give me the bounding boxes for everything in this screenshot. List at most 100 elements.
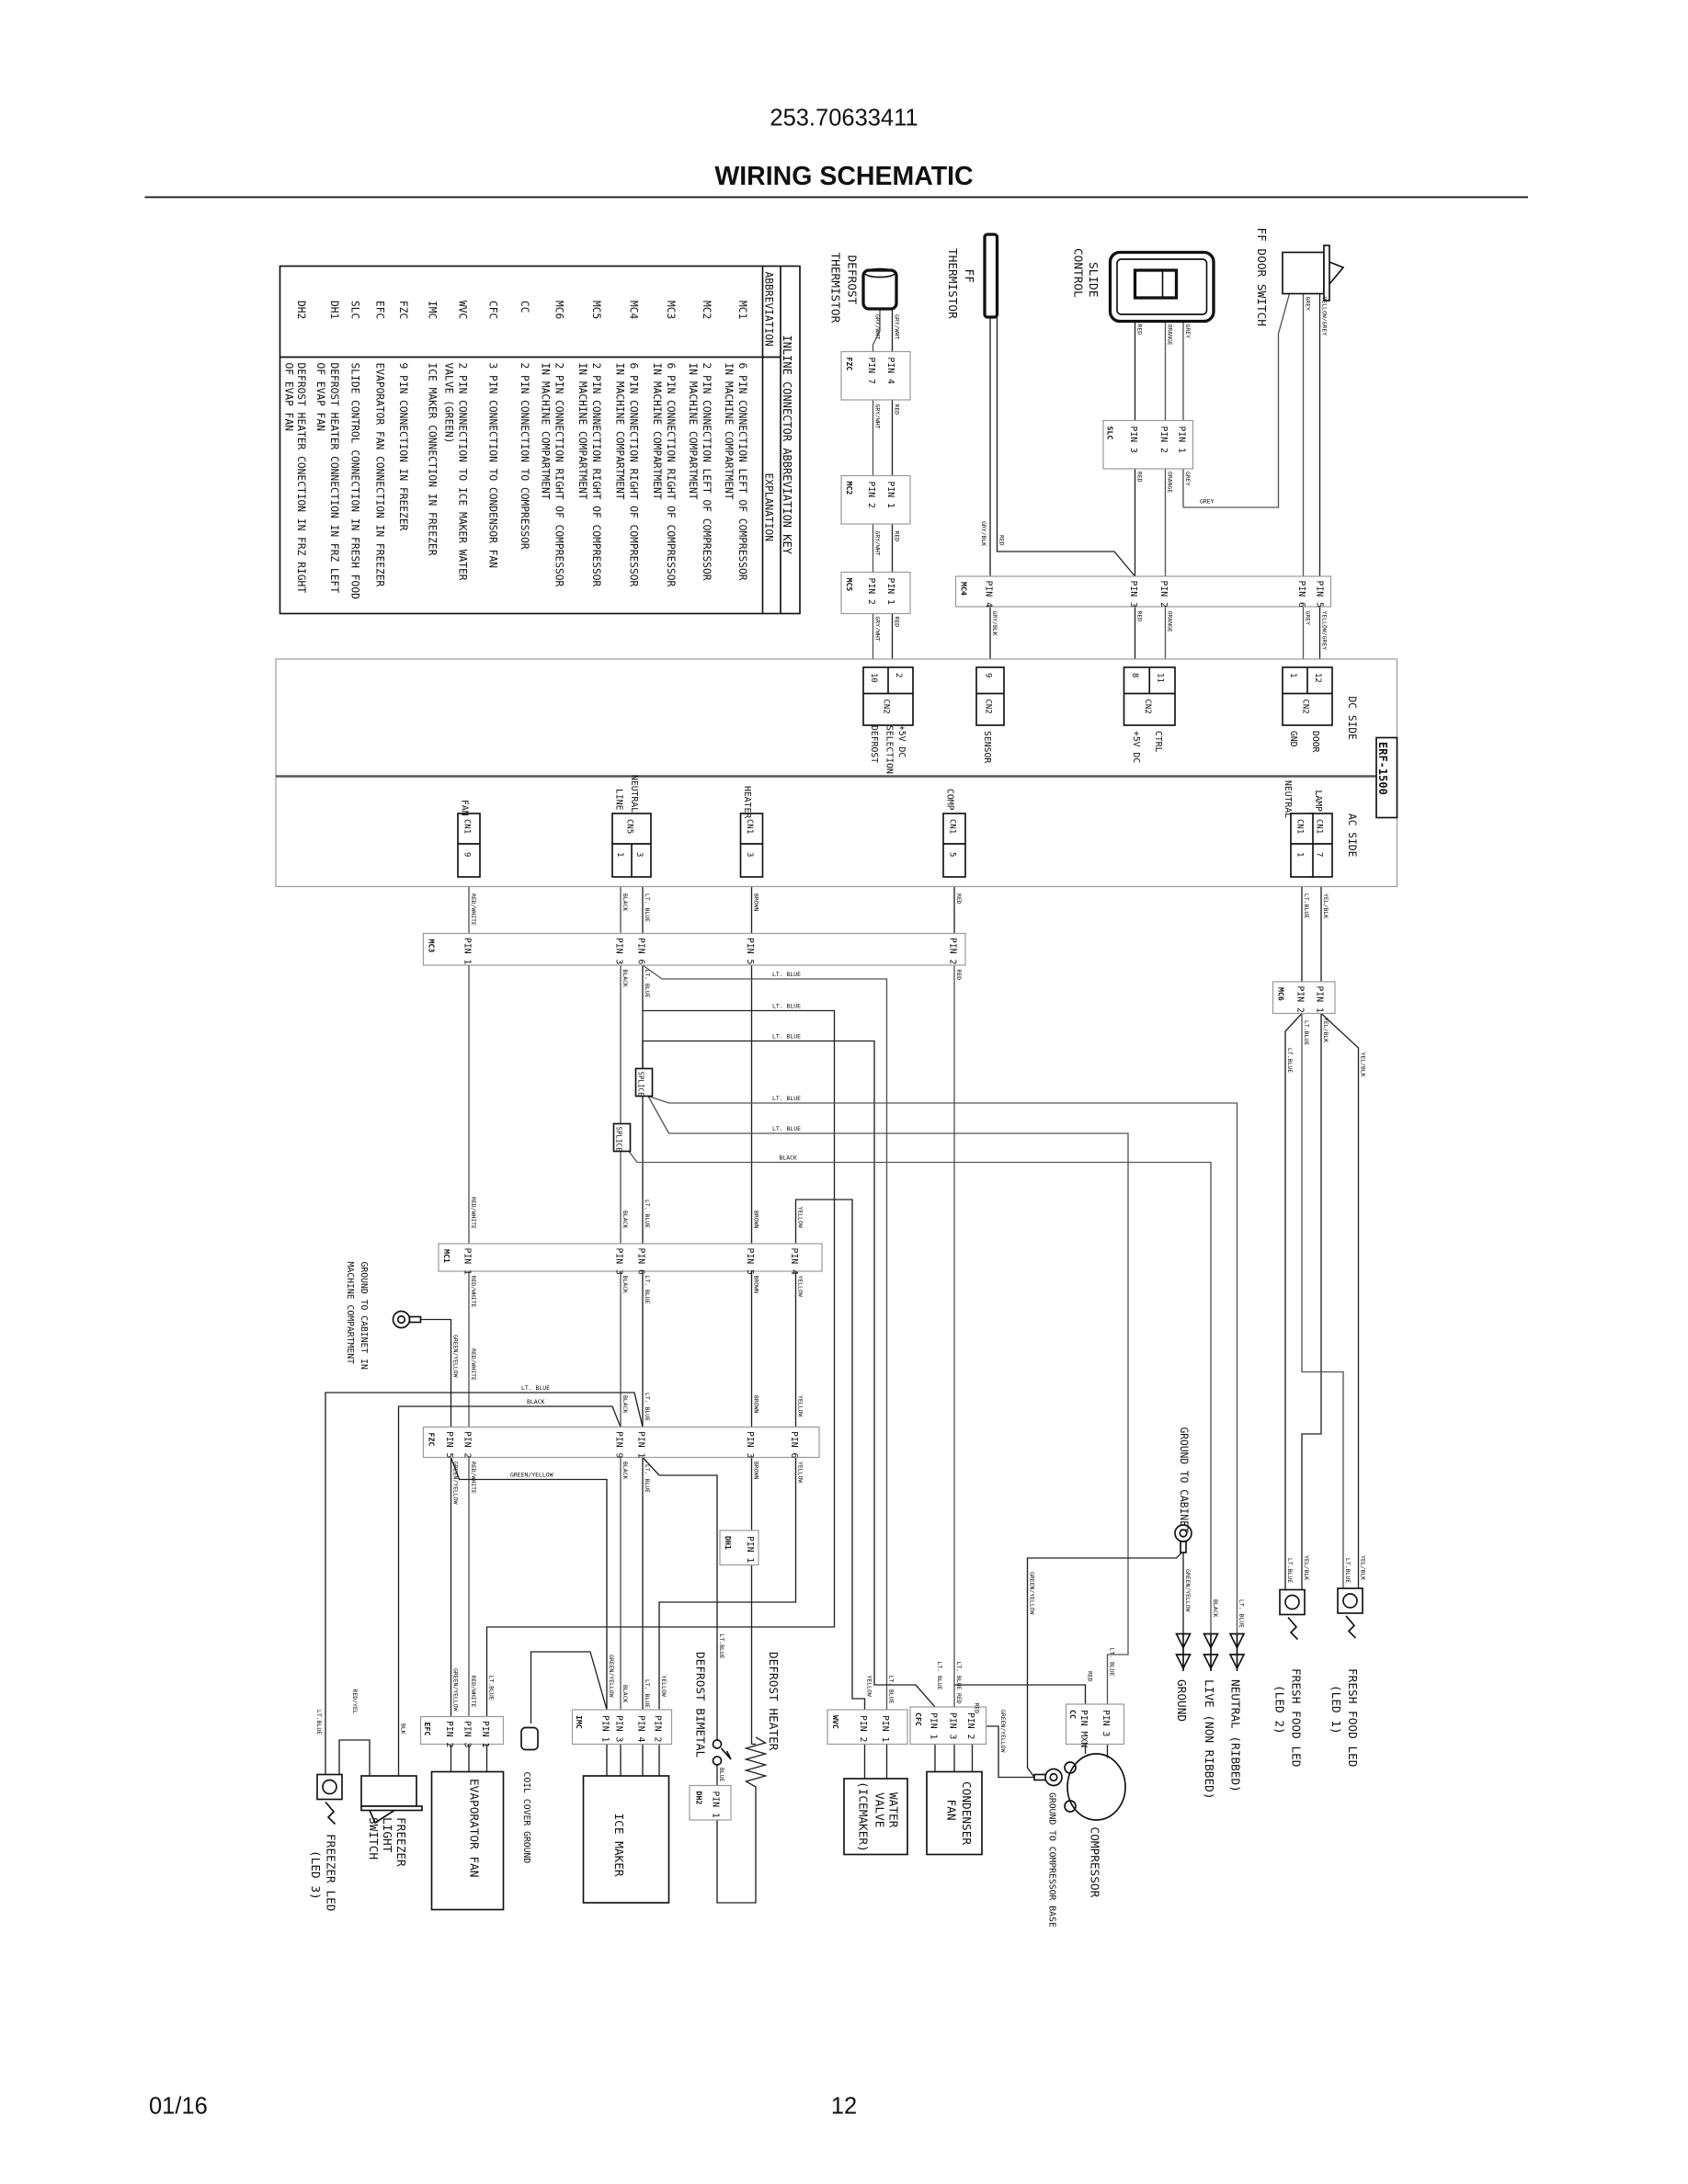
label-wires-0: YELLOW/GREY xyxy=(1321,297,1329,336)
ground-stem xyxy=(1033,1773,1046,1781)
label-connectors-efc-name: EFC xyxy=(423,1723,432,1736)
light-arrow-icon xyxy=(1287,1616,1299,1641)
label-wires-7: RED xyxy=(1136,472,1144,483)
label-wires-39: LT. BLUE xyxy=(772,1095,801,1102)
label-connectors-fzc-name: FZC xyxy=(427,1433,436,1447)
label-board-ac-4-pins-1: 1 xyxy=(615,852,624,857)
label-key-rows-8-abbr: WVC xyxy=(457,301,469,319)
label-components-ground_comp: GROUND TO COMPRESSOR BASE xyxy=(1046,1792,1056,1928)
bimetal-contact xyxy=(712,1739,723,1749)
label-wires-93: LT. BLUE xyxy=(1238,1599,1246,1628)
ground-stem xyxy=(1180,1541,1187,1553)
label-board-dc-1-conn: CN2 xyxy=(1143,700,1152,714)
connector-mc5 xyxy=(840,571,911,615)
label-key-rows-8-lines-1: VALVE (GREEN) xyxy=(443,363,455,444)
label-wires-73: RED/WHITE xyxy=(470,1676,477,1708)
label-components-live: LIVE (NON RIBBED) xyxy=(1202,1679,1215,1800)
label-components-ground_cabinet: GROUND TO CABINET xyxy=(1178,1428,1190,1533)
label-wires-3: ORANGE xyxy=(1167,324,1174,346)
label-wires-52: BROWN xyxy=(753,1276,760,1294)
label-header-title: WIRING SCHEMATIC xyxy=(714,162,973,191)
label-key-rows-12-abbr: SLC xyxy=(348,301,360,319)
label-connectors-efc-pins-2: PIN 2 xyxy=(444,1721,454,1747)
label-connectors-slc-pins-0: PIN 1 xyxy=(1177,427,1187,453)
label-wires-75: GREEN/YELLOW xyxy=(608,1655,615,1698)
label-wires-59: LT. BLUE xyxy=(644,1393,651,1421)
connector-imc xyxy=(571,1709,673,1746)
label-wires-84: LT. BLUE xyxy=(955,1662,963,1690)
label-key-col_abbr: ABBREVIATION xyxy=(763,272,775,347)
label-key-rows-3-abbr: MC4 xyxy=(628,301,640,320)
switch-plate xyxy=(360,1805,423,1812)
label-wires-44: RED/WHITE xyxy=(470,1197,477,1229)
freezer-led-3 xyxy=(316,1773,343,1801)
label-wires-58: BLACK xyxy=(622,1395,629,1414)
label-key-rows-1-lines-0: 2 PIN CONNECTION LEFT OF COMPRESSOR xyxy=(701,363,713,581)
label-connectors-fzc_top-pins-1: PIN 7 xyxy=(866,358,876,384)
label-wires-50: BLACK xyxy=(622,1276,629,1294)
label-board-name: ERF-1500 xyxy=(1376,742,1389,795)
label-connectors-mc4-pins-3: PIN 3 xyxy=(1128,581,1138,608)
label-wires-61: YELLOW xyxy=(797,1395,804,1416)
label-board-ac-0-labels-0: LAMP xyxy=(1313,791,1323,813)
label-wires-89: LT. BLUE xyxy=(1109,1648,1116,1677)
label-components-ground_machine-1: MACHINE COMPARTMENT xyxy=(345,1262,355,1365)
label-board-ac_side: AC SIDE xyxy=(1346,813,1358,858)
label-wires-66: LT. BLUE xyxy=(644,1464,651,1493)
label-wires-14: RED xyxy=(1136,611,1144,622)
ff-door-switch xyxy=(1282,251,1325,295)
light-arrow-icon xyxy=(1345,1615,1357,1639)
ground-lug-icon xyxy=(1033,1768,1063,1787)
label-wires-88: RED xyxy=(1087,1671,1094,1682)
label-wires-64: GREEN/YELLOW xyxy=(510,1472,553,1479)
label-wires-54: GREEN/YELLOW xyxy=(452,1335,460,1378)
label-connectors-mc2-pins-1: PIN 2 xyxy=(866,482,876,508)
ground-stem xyxy=(408,1315,422,1324)
label-connectors-mc3-pins-3: PIN 5 xyxy=(745,938,755,964)
switch-plate xyxy=(1323,245,1330,301)
ground-ring xyxy=(392,1310,411,1329)
label-connectors-efc-pins-1: PIN 3 xyxy=(462,1721,472,1747)
label-board-ac-2-pins-0: 5 xyxy=(947,852,956,857)
label-board-dc-0-pins-0: 12 xyxy=(1313,673,1322,683)
label-wires-35: YEL/BLK xyxy=(1360,1052,1367,1077)
label-wires-6: ORANGE xyxy=(1167,472,1174,493)
label-key-rows-2-lines-1: IN MACHINE COMPARTMENT xyxy=(651,363,663,500)
label-connectors-dh1-pins-0: PIN 1 xyxy=(745,1536,755,1563)
label-wires-9: RED xyxy=(998,535,1006,546)
label-connectors-splice: SPLICE xyxy=(636,1072,644,1098)
label-connectors-mc4-name: MC4 xyxy=(960,582,969,596)
label-wires-69: LT.BLUE xyxy=(315,1710,323,1735)
label-key-rows-7-lines-0: 3 PIN CONNECTION TO CONDENSOR FAN xyxy=(487,363,499,569)
label-connectors-imc-pins-0: PIN 2 xyxy=(652,1715,662,1742)
label-board-ac-0-pins-0: 7 xyxy=(1314,852,1323,857)
label-wires-76: BLACK xyxy=(622,1685,629,1703)
defrost-thermistor-body xyxy=(861,268,898,311)
label-board-ac-5-labels-0: FAN xyxy=(460,800,470,816)
label-wires-19: GRY/WHT xyxy=(873,404,881,429)
abbreviation-key-table xyxy=(279,265,801,615)
label-wires-31: RED xyxy=(955,970,963,981)
label-board-dc-3-pins-1: 10 xyxy=(869,673,878,683)
label-wires-22: RED xyxy=(893,617,900,628)
label-wires-71: BLK xyxy=(399,1723,406,1735)
label-board-ac-3-pins-0: 3 xyxy=(745,852,754,857)
label-connectors-mc1-pins-1: PIN 3 xyxy=(614,1248,624,1275)
label-key-rows-9-abbr: IMC xyxy=(427,301,439,319)
label-key-rows-8-lines-0: 2 PIN CONNECTION TO ICE MAKER WATER xyxy=(457,363,469,581)
compressor-terminal xyxy=(1064,1761,1077,1774)
label-key-rows-1-abbr: MC2 xyxy=(701,301,713,319)
label-connectors-mc2-pins-0: PIN 1 xyxy=(885,482,895,508)
label-connectors-mc5-name: MC5 xyxy=(845,578,854,592)
label-connectors-slc-pins-2: PIN 3 xyxy=(1128,427,1138,453)
label-components-ff_door_switch: FF DOOR SWITCH xyxy=(1254,228,1268,326)
label-key-title: INLINE CONNECTOR ABBREVIATION KEY xyxy=(781,336,793,555)
connector-wvc xyxy=(827,1709,908,1746)
slide-knob xyxy=(1133,268,1179,300)
led-icon xyxy=(322,1779,337,1795)
wire xyxy=(642,964,888,1710)
label-connectors-mc4-pins-4: PIN 4 xyxy=(984,581,994,608)
label-connectors-fzc-pins-0: PIN 5 xyxy=(444,1431,454,1458)
slide-control-inner xyxy=(1116,258,1208,315)
label-wires-2: GREY xyxy=(1184,324,1192,339)
